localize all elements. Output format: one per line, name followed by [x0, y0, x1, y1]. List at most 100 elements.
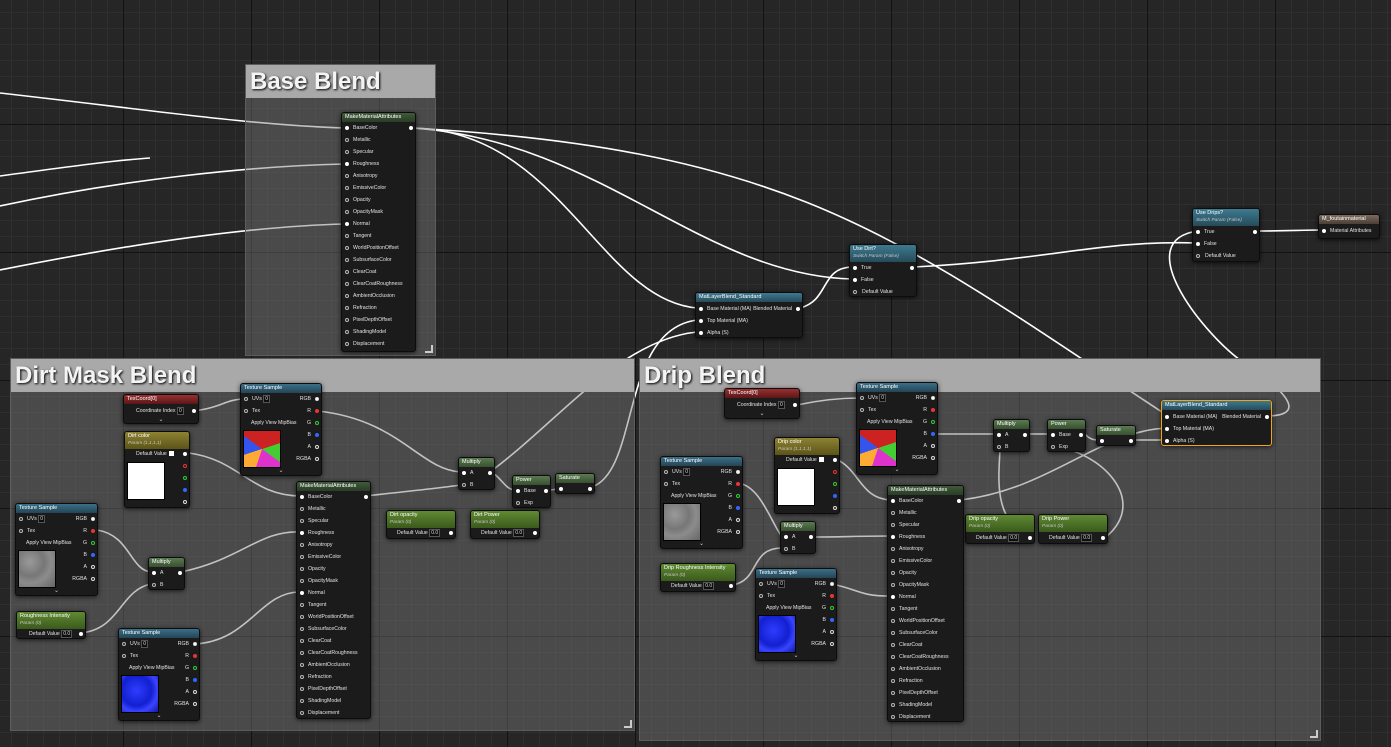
input-pin[interactable] [556, 484, 567, 494]
tex-pin[interactable]: Tex [857, 405, 876, 415]
rgba-pin[interactable]: RGBA [174, 699, 199, 709]
true-pin[interactable]: True [1193, 227, 1214, 237]
attribute-pin[interactable]: EmissiveColor [888, 556, 932, 566]
attribute-pin[interactable]: Displacement [297, 708, 339, 718]
g-pin[interactable] [179, 473, 189, 483]
r-pin[interactable] [179, 461, 189, 471]
false-pin[interactable]: False [850, 275, 874, 285]
top-material-pin[interactable]: Top Material (MA) [1162, 424, 1214, 434]
attribute-pin[interactable]: WorldPositionOffset [297, 612, 354, 622]
attribute-pin[interactable]: BaseColor [888, 496, 923, 506]
input-pin[interactable] [1097, 436, 1108, 446]
attribute-pin[interactable]: Metallic [888, 508, 917, 518]
attribute-pin[interactable]: Refraction [297, 672, 332, 682]
attribute-pin[interactable]: OpacityMask [342, 207, 383, 217]
a-pin[interactable]: A [459, 468, 473, 478]
a-pin[interactable]: A [149, 568, 163, 578]
rgba-pin[interactable]: RGBA [296, 454, 321, 464]
g-pin[interactable]: G [923, 417, 937, 427]
uvs-pin[interactable]: UVs 0 [756, 579, 786, 589]
use-dirt-switch-node[interactable]: Use Dirt?Switch Param (False) True False… [849, 244, 917, 297]
base-material-pin[interactable]: Base Material (MA) [696, 304, 751, 314]
base-pin[interactable]: Base [1048, 430, 1071, 440]
output-pin[interactable] [529, 528, 539, 538]
rgb-pin[interactable]: RGB [76, 514, 97, 524]
resize-handle[interactable] [624, 720, 632, 728]
b-pin[interactable]: B [924, 429, 937, 439]
attribute-pin[interactable]: Displacement [342, 339, 384, 349]
attribute-pin[interactable]: Anisotropy [888, 544, 924, 554]
resize-handle[interactable] [1310, 730, 1318, 738]
attribute-pin[interactable]: Refraction [342, 303, 377, 313]
rgba-pin[interactable]: RGBA [811, 639, 836, 649]
b-pin[interactable]: B [781, 544, 795, 554]
attribute-pin[interactable]: Specular [342, 147, 373, 157]
b-pin[interactable]: B [308, 430, 321, 440]
attribute-pin[interactable]: Roughness [888, 532, 925, 542]
b-pin[interactable]: B [149, 580, 163, 590]
rgba-pin[interactable]: RGBA [72, 574, 97, 584]
output-pin[interactable] [75, 629, 85, 639]
r-pin[interactable]: R [728, 479, 742, 489]
material-attributes-pin[interactable]: Material Attributes [1319, 226, 1372, 236]
default-value-field[interactable]: Default Value 0.0 [29, 629, 73, 638]
default-value-field[interactable]: Default Value 0.0 [671, 581, 715, 590]
attribute-pin[interactable]: Opacity [888, 568, 917, 578]
attribute-pin[interactable]: Tangent [888, 604, 917, 614]
output-pin[interactable] [1097, 533, 1107, 543]
tex-pin[interactable]: Tex [241, 406, 260, 416]
exp-pin[interactable]: Exp [513, 498, 533, 508]
attribute-pin[interactable]: AmbientOcclusion [342, 291, 395, 301]
b-pin[interactable]: B [823, 615, 836, 625]
output-pin[interactable] [405, 123, 415, 133]
b-pin[interactable]: B [994, 442, 1008, 452]
attribute-pin[interactable]: BaseColor [297, 492, 332, 502]
tex-pin[interactable]: Tex [756, 591, 775, 601]
attribute-pin[interactable]: WorldPositionOffset [888, 616, 945, 626]
rgb-pin[interactable]: RGB [300, 394, 321, 404]
output-pin[interactable] [1024, 533, 1034, 543]
default-value-pin[interactable]: Default Value [1193, 251, 1236, 261]
attribute-pin[interactable]: Opacity [297, 564, 326, 574]
attribute-pin[interactable]: WorldPositionOffset [342, 243, 399, 253]
attribute-pin[interactable]: Roughness [297, 528, 334, 538]
chevron-down-icon[interactable]: ⌄ [894, 467, 900, 473]
attribute-pin[interactable]: ClearCoat [888, 640, 922, 650]
rgb-pin[interactable]: RGB [721, 467, 742, 477]
uvs-field[interactable]: 0 [683, 467, 691, 476]
a-pin[interactable] [829, 503, 839, 513]
attribute-pin[interactable]: EmissiveColor [297, 552, 341, 562]
g-pin[interactable]: G [83, 538, 97, 548]
attribute-pin[interactable]: ShadingModel [888, 700, 932, 710]
output-pin[interactable] [445, 528, 455, 538]
alpha-pin[interactable]: Alpha (S) [696, 328, 729, 338]
attribute-pin[interactable]: OpacityMask [297, 576, 338, 586]
texcoord-node[interactable]: TexCoord[0] Coordinate Index 0 ⌄ [724, 388, 800, 419]
base-pin[interactable]: Base [513, 486, 536, 496]
coordinate-index-field[interactable]: Coordinate Index 0 [136, 406, 184, 415]
attribute-pin[interactable]: SubsurfaceColor [888, 628, 938, 638]
output-pin[interactable] [906, 263, 916, 273]
output-pin[interactable] [188, 406, 198, 416]
chevron-down-icon[interactable]: ⌄ [278, 468, 284, 474]
output-pin[interactable] [584, 484, 594, 494]
r-pin[interactable]: R [307, 406, 321, 416]
a-pin[interactable]: A [781, 532, 795, 542]
a-pin[interactable]: A [823, 627, 836, 637]
uvs-pin[interactable]: UVs 0 [241, 394, 271, 404]
g-pin[interactable]: G [822, 603, 836, 613]
attribute-pin[interactable]: Normal [342, 219, 370, 229]
true-pin[interactable]: True [850, 263, 871, 273]
attribute-pin[interactable]: Anisotropy [342, 171, 378, 181]
attribute-pin[interactable]: Normal [297, 588, 325, 598]
output-pin[interactable] [1125, 436, 1135, 446]
saturate-node[interactable]: Saturate [555, 473, 595, 494]
material-output-node[interactable]: M_foutainmaterial Material Attributes [1318, 214, 1380, 239]
